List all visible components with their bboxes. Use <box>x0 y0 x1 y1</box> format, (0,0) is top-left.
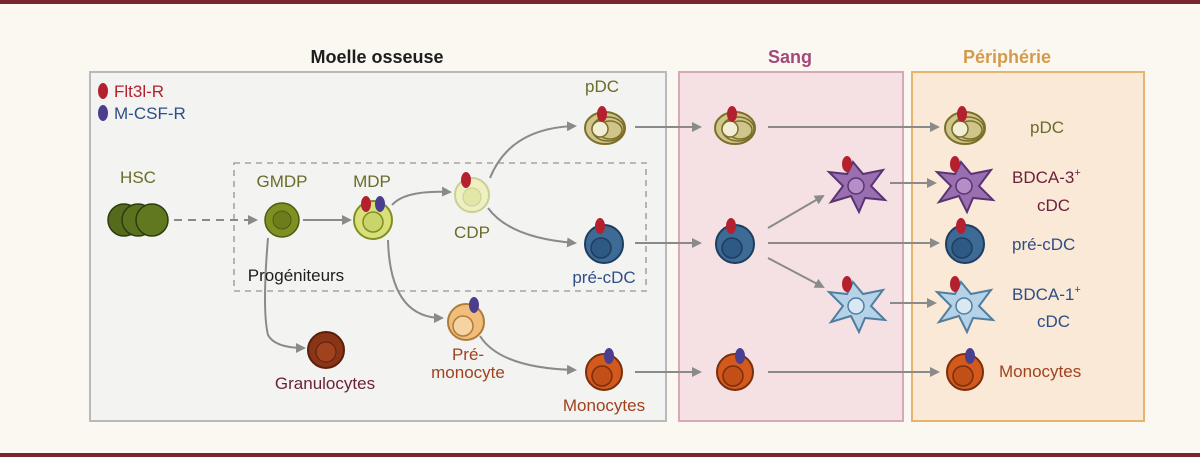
bdca1-cdc-cell-periphery <box>934 276 996 335</box>
legend-mcsf-receptor-icon <box>98 105 108 121</box>
label-bdca1-line1: BDCA-1+ <box>1012 284 1081 304</box>
premonocyte-mcsf-receptor-icon <box>469 297 479 313</box>
label-premonocyte-line1: Pré- <box>452 345 484 364</box>
label-bdca1-name: BDCA-1 <box>1012 285 1074 304</box>
progenitors-box <box>233 162 647 292</box>
mdp-cell <box>353 196 393 240</box>
bdca3-cdc-cell-periphery <box>934 156 996 215</box>
legend-flt3-label: Flt3l-R <box>114 82 164 101</box>
precdc-cell-blood <box>715 218 755 264</box>
arrow-premonocyte-monocytes <box>479 335 577 375</box>
section-title-periphery: Périphérie <box>963 47 1051 67</box>
hsc-cells <box>107 203 169 237</box>
granulocyte-cell <box>307 331 345 369</box>
label-pdc-marrow: pDC <box>585 77 619 96</box>
precdc-cell-marrow <box>584 218 624 264</box>
label-hsc: HSC <box>120 168 156 187</box>
label-granulocytes: Granulocytes <box>275 374 375 393</box>
label-premonocyte-line2: monocyte <box>431 363 505 382</box>
legend-mcsf-label: M-CSF-R <box>114 104 186 123</box>
bdca3-cdc-cell-blood <box>826 156 888 215</box>
mdp-mcsf-receptor-icon <box>375 196 385 212</box>
label-pdc-periphery: pDC <box>1030 118 1064 137</box>
gmdp-cell <box>264 202 300 238</box>
label-cdp: CDP <box>454 223 490 242</box>
label-bdca3-line2: cDC <box>1037 196 1070 215</box>
arrow-precdc-bdca3 <box>767 194 825 229</box>
premonocyte-cell <box>447 297 485 341</box>
pdc-cell-marrow <box>584 106 626 145</box>
precdc-cell-periphery <box>945 218 985 264</box>
label-precdc-periphery: pré-cDC <box>1012 235 1075 254</box>
monocyte-cell-marrow <box>585 348 623 391</box>
label-bdca3-name: BDCA-3 <box>1012 168 1074 187</box>
bottom-border-bar <box>0 453 1200 457</box>
arrow-mdp-premonocyte <box>387 239 444 323</box>
section-title-blood: Sang <box>768 47 812 67</box>
arrow-mdp-cdp <box>391 186 452 206</box>
monocyte-cell-periphery <box>946 348 984 391</box>
label-monocytes-periphery: Monocytes <box>999 362 1081 381</box>
top-border-bar <box>0 0 1200 4</box>
arrow-cdp-pdc <box>489 121 577 179</box>
label-bdca1-line2: cDC <box>1037 312 1070 331</box>
label-monocytes-marrow: Monocytes <box>563 396 645 415</box>
arrow-cdp-precdc <box>487 207 577 248</box>
pdc-cell-blood <box>714 106 756 145</box>
section-title-bone-marrow: Moelle osseuse <box>310 47 443 67</box>
mdp-flt3-receptor-icon <box>361 196 371 212</box>
label-bdca3-line1: BDCA-3+ <box>1012 167 1081 187</box>
cdp-cell <box>454 172 490 213</box>
label-bdca1-superscript: + <box>1074 284 1080 296</box>
label-progenitors: Progéniteurs <box>248 266 344 285</box>
label-mdp: MDP <box>353 172 391 191</box>
label-bdca3-superscript: + <box>1074 167 1080 179</box>
legend-flt3-receptor-icon <box>98 83 108 99</box>
bone-marrow-box <box>89 71 667 422</box>
arrow-gmdp-granulocytes <box>264 237 306 353</box>
label-precdc-marrow: pré-cDC <box>572 268 635 287</box>
monocyte-cell-blood <box>716 348 754 391</box>
blood-box <box>678 71 904 422</box>
bdca1-cdc-cell-blood <box>826 276 888 335</box>
label-gmdp: GMDP <box>257 172 308 191</box>
pdc-cell-periphery <box>944 106 986 145</box>
arrow-precdc-bdca1 <box>767 257 825 288</box>
cdp-flt3-receptor-icon <box>461 172 471 188</box>
